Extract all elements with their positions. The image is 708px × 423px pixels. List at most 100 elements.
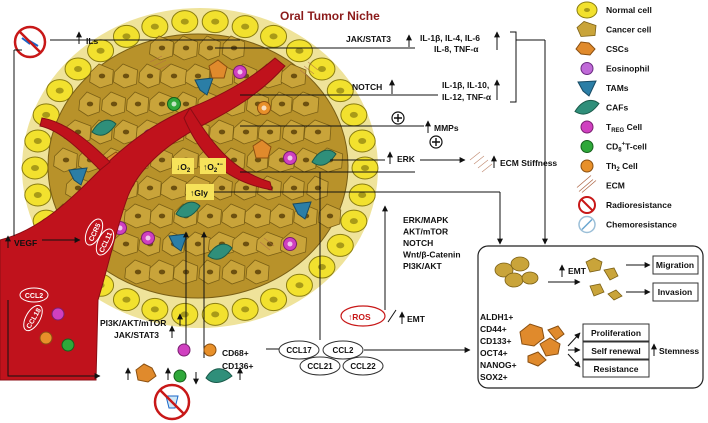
migration-box: Migration: [652, 255, 699, 275]
normal-cell: [340, 209, 368, 233]
cancer-cell: [124, 259, 151, 285]
normal-cell: [260, 288, 288, 312]
normal-cell: [141, 15, 169, 39]
cd8-icon: CD8+T-cell: [580, 140, 647, 154]
normal-cell: [64, 57, 92, 81]
cancer-cell: [159, 63, 188, 89]
legend-label: Normal cell: [606, 5, 652, 15]
stem-marker: CD133+: [480, 336, 511, 346]
jak-stat3-label: JAK/STAT3: [346, 34, 391, 44]
cancer-cell: [137, 175, 162, 201]
cytokines-1-line1: IL-1β, IL-4, IL-6: [420, 33, 480, 43]
ccl11-receptor: CCL11: [95, 228, 114, 256]
caf-cell: [207, 243, 233, 260]
cancer-cell: [210, 175, 233, 201]
cancer-cell: [282, 175, 305, 201]
stem-marker: SOX2+: [480, 372, 508, 382]
caf-icon: CAFs: [574, 99, 628, 115]
diagram-title: Oral Tumor Niche: [280, 9, 380, 23]
tam-icon: TAMs: [577, 80, 629, 97]
csc-cell: [208, 59, 228, 79]
eosinophil-icon: Eosinophil: [580, 62, 649, 75]
cancer-cell: [113, 63, 138, 89]
svg-text:↑ROS: ↑ROS: [348, 312, 371, 322]
radioresistance-icon: Radioresistance: [578, 196, 672, 214]
ils-label: ILs: [76, 31, 99, 46]
normal-cell: [112, 288, 140, 312]
normal-cell: [348, 129, 376, 153]
cancer-cell: [221, 259, 246, 285]
emt-cluster-after: [585, 257, 623, 301]
treg-cell: [283, 151, 297, 165]
legend-label: Chemoresistance: [606, 220, 677, 230]
cancer-cell: [53, 147, 78, 173]
csc-icon: CSCs: [575, 41, 629, 56]
cancer-cell: [255, 231, 284, 257]
emt-ros-label: EMT: [407, 314, 426, 324]
cancer-cell: [280, 63, 307, 89]
svg-text:↑Gly: ↑Gly: [190, 188, 208, 198]
ccr5-receptor: CCR5: [84, 218, 104, 246]
legend-label: Cancer cell: [606, 25, 651, 35]
bottom-th2-cell: [203, 343, 217, 357]
ccl21-label: CCL21: [299, 356, 341, 376]
tam-cell: [68, 167, 88, 186]
legend-label: CAFs: [606, 103, 628, 113]
cancer-cell: [245, 259, 270, 285]
cancer-cell: [198, 35, 221, 61]
normal-cell: [351, 156, 379, 180]
normal-cell: [260, 24, 288, 48]
cancer-cell: [269, 203, 294, 229]
plus-sign-1: [391, 111, 405, 125]
legend-label: Radioresistance: [606, 200, 672, 210]
cancer-cell: [221, 203, 246, 229]
legend-label: TREG Cell: [606, 122, 642, 134]
normal-cell: [141, 297, 169, 321]
cancer-cell: [270, 91, 293, 117]
svg-text:CCL17: CCL17: [286, 346, 312, 355]
normal-cell: [201, 302, 229, 326]
bottom-treg-cell: [177, 343, 191, 357]
legend-label: Eosinophil: [606, 64, 649, 74]
o2-label: ↓O2: [172, 158, 194, 174]
legend-label: ECM: [606, 181, 625, 191]
normal-cell: [24, 183, 52, 207]
cd8-cell: [167, 97, 181, 111]
normal-cell: [285, 273, 313, 297]
ros-label: ↑ROS: [340, 305, 386, 327]
tam-cell: [194, 77, 214, 96]
normal-cell: [171, 10, 199, 34]
cytokine-bracket: [510, 31, 517, 103]
erk-label: ERK: [397, 154, 416, 164]
resistance-box: Resistance: [582, 359, 650, 378]
ccl2-vessel-label: CCL2: [19, 287, 49, 303]
cancer-cell: [291, 91, 320, 117]
normal-cell: [308, 255, 336, 279]
normal-cell: [112, 24, 140, 48]
cancer-cell: [123, 203, 152, 229]
normal-cell: [231, 15, 259, 39]
legend-label: CD8+T-cell: [606, 142, 647, 154]
cytokines-2-line1: IL-1β, IL-10,: [442, 80, 489, 90]
csc-cell: [252, 139, 272, 159]
vessel-immune-cells: [39, 307, 75, 352]
legend-label: Th2 Cell: [606, 161, 638, 173]
vegf-label: VEGF: [14, 238, 37, 248]
normal-cell: [21, 156, 49, 180]
notch-label: NOTCH: [352, 82, 382, 92]
normal-cell: [171, 302, 199, 326]
chemoresistance-icon: Chemoresistance: [578, 215, 677, 234]
svg-text:Resistance: Resistance: [594, 364, 639, 374]
csc-cluster: [519, 323, 565, 367]
o2-radical-label: ↑O2•−: [200, 158, 226, 174]
pathway-list: ERK/MAPKAKT/mTORNOTCHWnt/β-CateninPI3K/A…: [403, 215, 461, 271]
stem-marker: OCT4+: [480, 348, 508, 358]
cancer-cell: [149, 35, 174, 61]
jak-stat3-lower-label: JAK/STAT3: [114, 330, 159, 340]
normal-cell: [285, 39, 313, 63]
normal-cell: [348, 183, 376, 207]
cancer-cell: [125, 91, 150, 117]
ccl2-label: CCL2: [322, 340, 364, 360]
gly-label: ↑Gly: [186, 184, 214, 200]
